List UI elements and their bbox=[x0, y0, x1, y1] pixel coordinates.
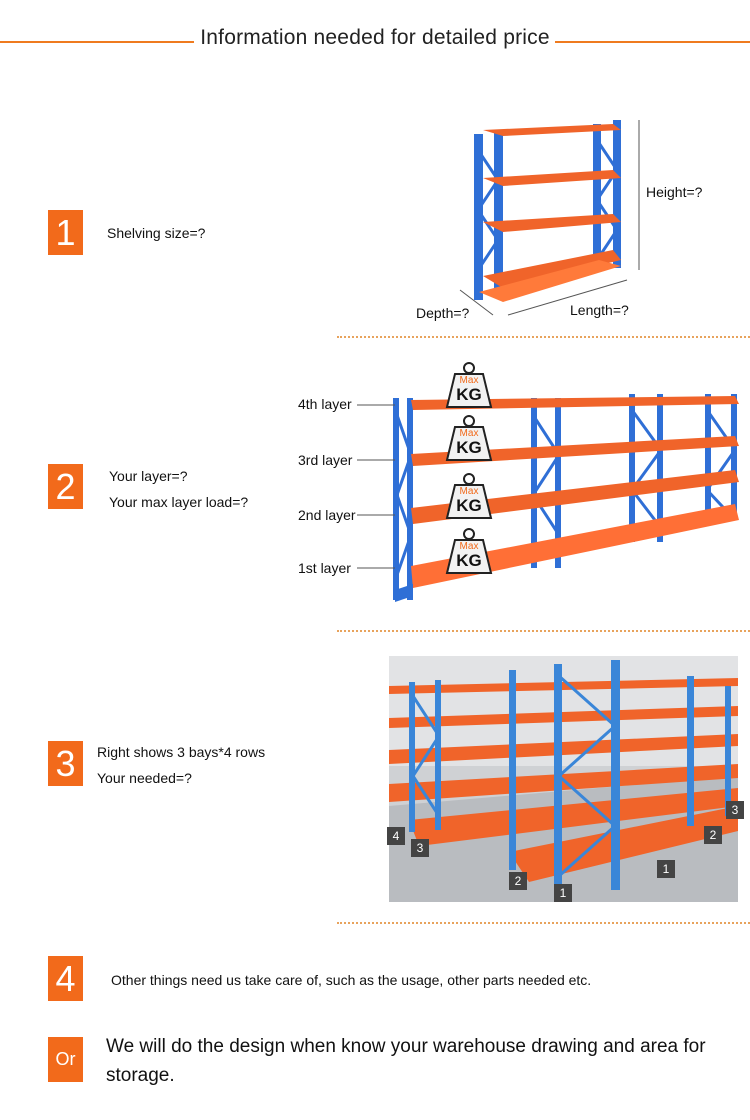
step-1-text: Shelving size=? bbox=[107, 225, 206, 241]
bay-marker-1: 1 bbox=[657, 860, 675, 878]
weight-max-text: Max bbox=[459, 375, 479, 386]
step-1-badge: 1 bbox=[48, 210, 83, 255]
length-label: Length=? bbox=[570, 302, 629, 318]
weight-max-text: Max bbox=[459, 486, 479, 497]
or-badge: Or bbox=[48, 1037, 83, 1082]
weight-max-text: Max bbox=[459, 428, 479, 439]
step-2-badge: 2 bbox=[48, 464, 83, 509]
section-divider bbox=[337, 336, 750, 338]
step-3-text-line-2: Your needed=? bbox=[97, 770, 192, 786]
weight-icon: Max KG bbox=[445, 527, 493, 575]
bay-marker-3: 3 bbox=[726, 801, 744, 819]
row-marker-4: 4 bbox=[387, 827, 405, 845]
step-4-text: Other things need us take care of, such … bbox=[111, 972, 592, 988]
weight-icon: Max KG bbox=[445, 361, 493, 409]
step-3-text-line-1: Right shows 3 bays*4 rows bbox=[97, 744, 266, 760]
height-label: Height=? bbox=[646, 184, 703, 200]
layer-label-2: 2nd layer bbox=[298, 507, 356, 523]
weight-kg-text: KG bbox=[456, 496, 482, 515]
weight-max-text: Max bbox=[459, 541, 479, 552]
step-2-text-line-1: Your layer=? bbox=[109, 468, 188, 484]
weight-kg-text: KG bbox=[456, 551, 482, 570]
step-4-badge: 4 bbox=[48, 956, 83, 1001]
layer-label-1: 1st layer bbox=[298, 560, 351, 576]
page-title: Information needed for detailed price bbox=[200, 26, 550, 49]
row-marker-1: 1 bbox=[554, 884, 572, 902]
layer-load-figure bbox=[357, 394, 739, 602]
depth-label: Depth=? bbox=[416, 305, 470, 321]
section-divider bbox=[337, 630, 750, 632]
bay-marker-2: 2 bbox=[704, 826, 722, 844]
layer-label-4: 4th layer bbox=[298, 396, 352, 412]
design-note: We will do the design when know your war… bbox=[106, 1036, 706, 1086]
header-rule-left bbox=[0, 41, 194, 43]
section-divider bbox=[337, 922, 750, 924]
warehouse-bays-photo bbox=[389, 656, 738, 902]
weight-kg-text: KG bbox=[456, 385, 482, 404]
step-2-text-line-2: Your max layer load=? bbox=[109, 494, 249, 510]
weight-kg-text: KG bbox=[456, 438, 482, 457]
row-marker-2: 2 bbox=[509, 872, 527, 890]
layer-label-3: 3rd layer bbox=[298, 452, 353, 468]
weight-icon: Max KG bbox=[445, 472, 493, 520]
row-marker-3: 3 bbox=[411, 839, 429, 857]
weight-icon: Max KG bbox=[445, 414, 493, 462]
header-rule-right bbox=[555, 41, 750, 43]
shelving-dimension-figure bbox=[459, 120, 640, 316]
step-3-badge: 3 bbox=[48, 741, 83, 786]
